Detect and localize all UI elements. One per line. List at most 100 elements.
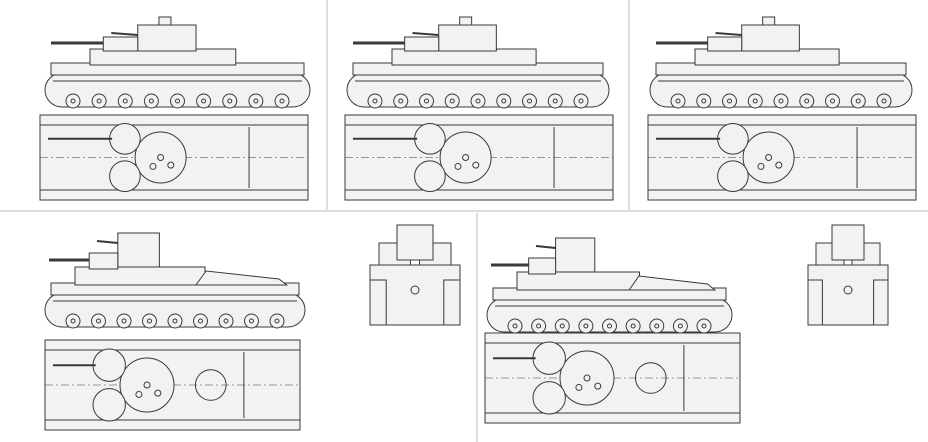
road-wheel [876, 93, 892, 109]
top-view [39, 114, 309, 201]
wheel-hub [201, 98, 207, 104]
top-view [647, 114, 917, 201]
wheel-hub [536, 323, 542, 329]
hatch [757, 162, 765, 170]
top-view [484, 332, 741, 424]
drawings [39, 16, 917, 431]
engine-deck [628, 275, 717, 291]
road-wheel [170, 93, 185, 109]
commander-cupola [762, 16, 776, 26]
front-turret [707, 36, 743, 52]
hatch [135, 390, 143, 398]
hatch [765, 154, 773, 161]
main-turret [831, 224, 865, 261]
top-view [44, 339, 301, 431]
hatch [157, 154, 165, 161]
wheel-hub [855, 98, 861, 104]
road-wheel [244, 313, 259, 329]
track-right [484, 412, 741, 424]
road-wheel [143, 93, 159, 109]
wheel-hub [677, 323, 683, 329]
superstructure [516, 271, 640, 291]
gun-barrel [715, 32, 742, 36]
wheel-hub [512, 323, 518, 329]
road-wheel [117, 93, 133, 109]
road-wheel [367, 93, 383, 109]
hatch [472, 161, 480, 169]
road-wheel [218, 313, 234, 329]
road-wheel [91, 93, 107, 109]
road-wheel [573, 93, 589, 109]
main-turret [742, 131, 795, 184]
road-wheel [670, 93, 686, 109]
road-wheel [649, 318, 665, 334]
hatch [462, 154, 470, 161]
road-wheel [531, 318, 547, 334]
gun-barrel [412, 32, 439, 36]
road-wheel [65, 93, 81, 109]
wheel-hub [607, 323, 612, 329]
wheel-hub [630, 323, 636, 329]
hatch [575, 383, 583, 391]
side-view [44, 16, 311, 109]
hatch [410, 285, 420, 295]
wheel-hub [148, 98, 154, 104]
rear-turret [92, 388, 126, 422]
wheel-hub [583, 323, 589, 329]
wheel-hub [527, 98, 532, 104]
road-wheel [672, 318, 688, 334]
hatch [143, 381, 151, 389]
wheel-hub [752, 98, 758, 104]
wheel-hub [501, 98, 507, 104]
front-turret [404, 36, 440, 52]
wheel-hub [223, 318, 229, 324]
main-turret [555, 237, 596, 273]
track-right [647, 189, 917, 201]
wheel-hub [475, 98, 481, 104]
wheel-hub [122, 98, 128, 104]
front-turret [88, 252, 119, 270]
road-wheel [799, 93, 815, 109]
wheel-hub [253, 98, 259, 104]
wheel-hub [727, 98, 732, 104]
rear-turret [532, 381, 566, 415]
wheel-hub [830, 98, 835, 104]
engine-hatch [634, 362, 667, 394]
wheel-hub [274, 318, 280, 324]
front-turret [414, 123, 446, 155]
front-view [807, 224, 889, 326]
track-right [443, 279, 461, 326]
wheel-hub [96, 318, 101, 324]
wheel-hub [552, 98, 558, 104]
main-turret [741, 24, 800, 52]
track-left [484, 332, 741, 344]
road-wheel [116, 313, 132, 329]
side-view [649, 16, 913, 109]
main-turret [438, 24, 497, 52]
track-left [344, 114, 614, 126]
road-wheel [91, 313, 106, 329]
road-wheel [578, 318, 594, 334]
engine-deck [194, 270, 289, 286]
road-wheel [696, 318, 712, 334]
wheel-hub [778, 98, 784, 104]
side-view [346, 16, 610, 109]
road-wheel [547, 93, 563, 109]
top-view [344, 114, 614, 201]
wheel-hub [175, 98, 180, 104]
front-turret [528, 257, 557, 275]
main-turret [119, 357, 175, 413]
track-right [44, 419, 301, 431]
wheel-hub [121, 318, 127, 324]
main-turret [439, 131, 492, 184]
track-left [39, 114, 309, 126]
wheel-hub [70, 98, 76, 104]
road-wheel [274, 93, 290, 109]
wheel-hub [147, 318, 152, 324]
commander-cupola [459, 16, 473, 26]
main-turret [134, 131, 187, 184]
wheel-hub [654, 323, 660, 329]
engine-hatch [194, 369, 227, 401]
main-turret [137, 24, 197, 52]
gun-barrel [535, 245, 556, 249]
